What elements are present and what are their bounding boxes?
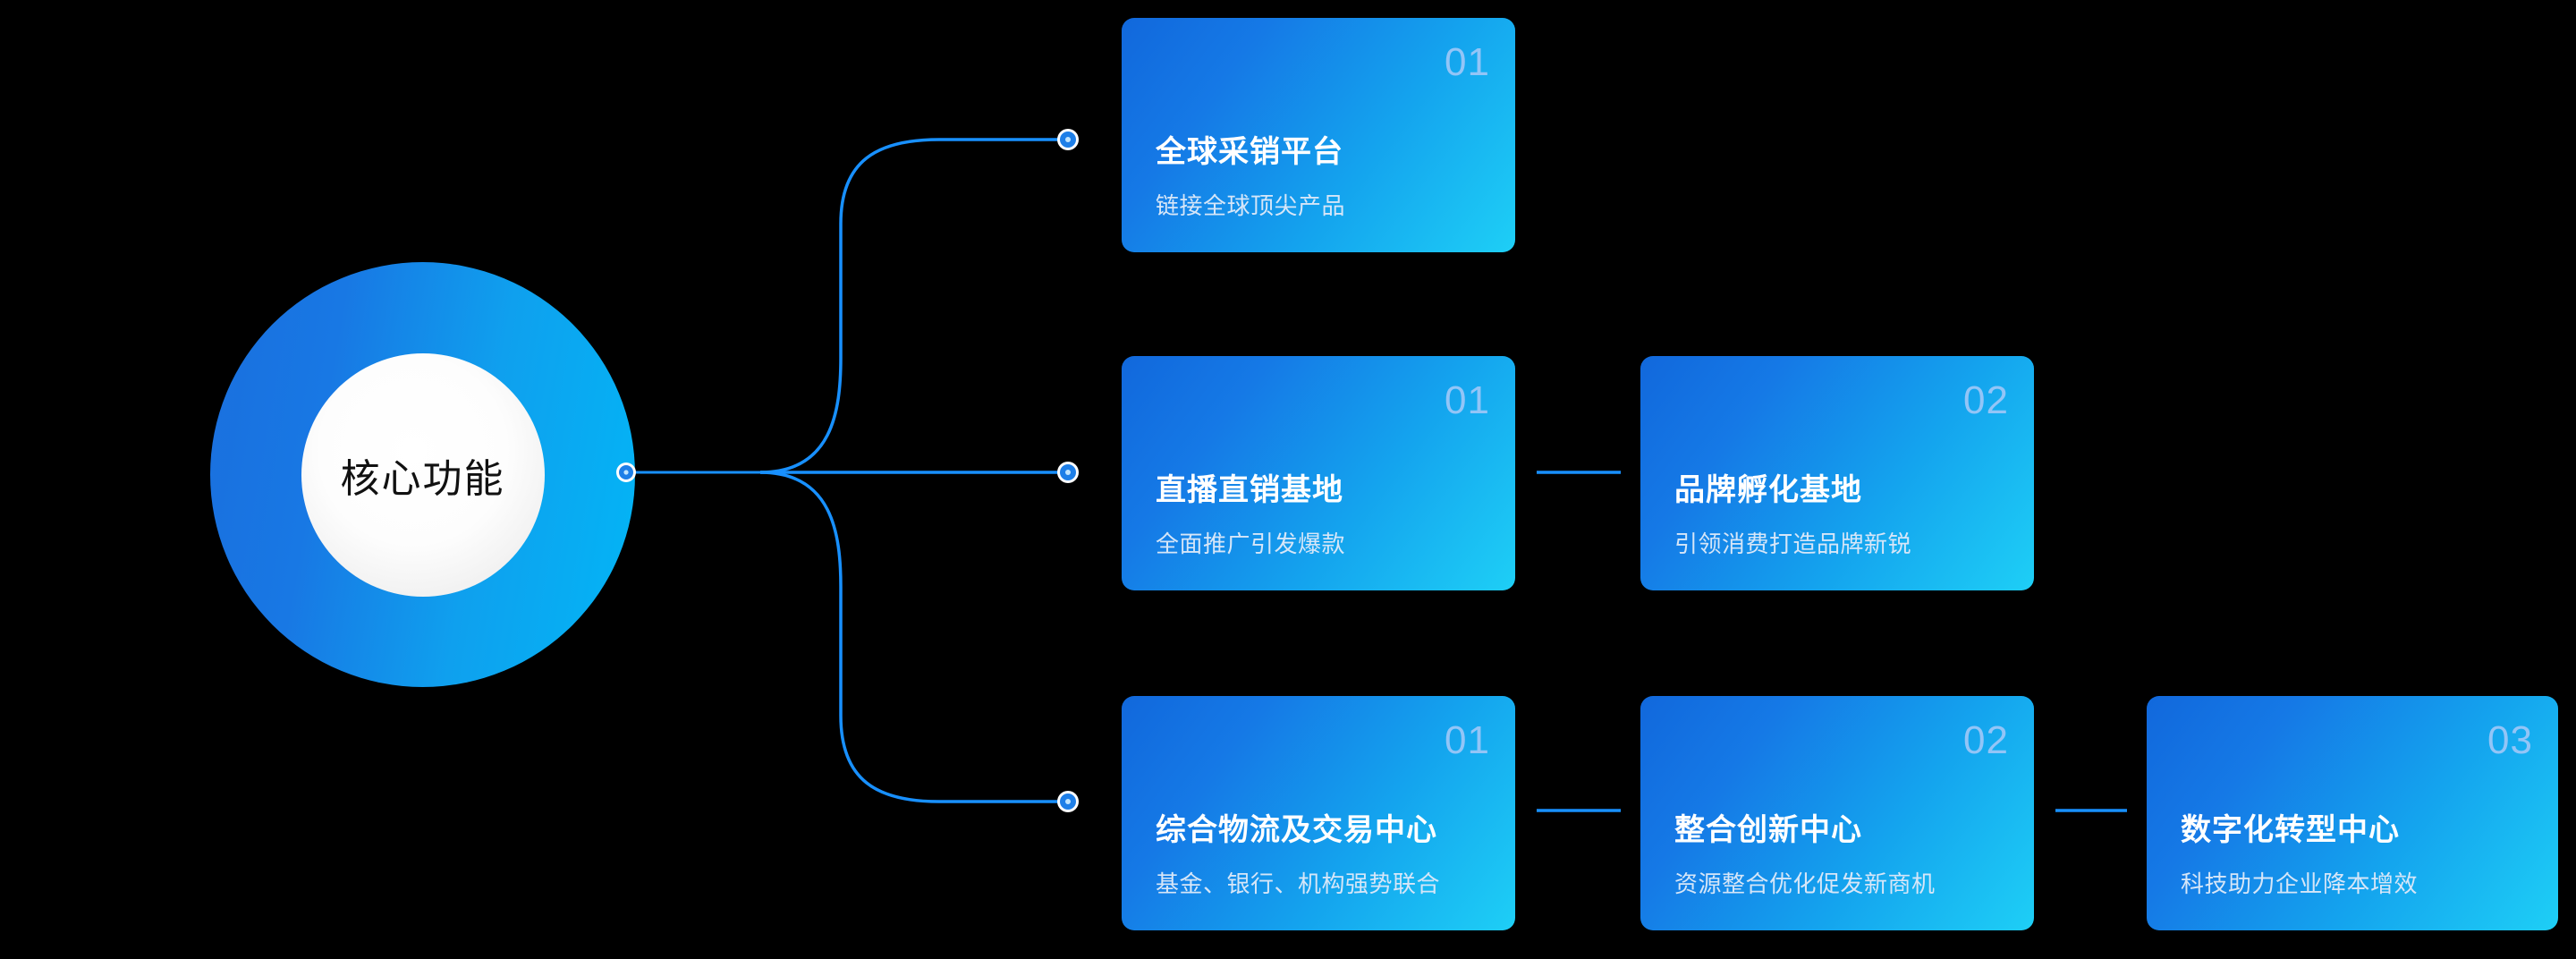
card-subtitle: 科技助力企业降本增效: [2181, 870, 2419, 897]
feature-card-logistics-trade-center[interactable]: 01 综合物流及交易中心 基金、银行、机构强势联合: [1122, 696, 1515, 930]
card-subtitle: 资源整合优化促发新商机: [1674, 870, 1936, 897]
wire-branch-3: [759, 471, 1060, 803]
wire-branch-1: [759, 138, 1060, 474]
hub-connector-node[interactable]: [616, 463, 636, 482]
core-hub-circle[interactable]: 核心功能: [210, 262, 635, 687]
core-hub-label: 核心功能: [340, 456, 505, 501]
card-title: 直播直销基地: [1156, 473, 1343, 507]
card-title: 数字化转型中心: [2181, 813, 2400, 847]
branch-connector-node-2[interactable]: [1057, 462, 1079, 483]
card-number: 01: [1445, 718, 1490, 762]
card-number: 02: [1963, 378, 2009, 422]
card-number: 01: [1445, 40, 1490, 84]
feature-card-brand-incubation-base[interactable]: 02 品牌孵化基地 引领消费打造品牌新锐: [1640, 356, 2034, 590]
card-number: 01: [1445, 378, 1490, 422]
card-subtitle: 基金、银行、机构强势联合: [1156, 870, 1441, 897]
feature-card-digital-transformation-center[interactable]: 03 数字化转型中心 科技助力企业降本增效: [2147, 696, 2558, 930]
card-number: 02: [1963, 718, 2009, 762]
feature-card-live-streaming-base[interactable]: 01 直播直销基地 全面推广引发爆款: [1122, 356, 1515, 590]
core-hub-inner-circle: 核心功能: [301, 352, 545, 597]
card-subtitle: 链接全球顶尖产品: [1156, 192, 1346, 219]
card-title: 全球采销平台: [1156, 135, 1343, 169]
card-subtitle: 全面推广引发爆款: [1156, 530, 1346, 557]
branch-connector-node-3[interactable]: [1057, 791, 1079, 812]
card-title: 整合创新中心: [1674, 813, 1862, 847]
card-subtitle: 引领消费打造品牌新锐: [1674, 530, 1912, 557]
branch-connector-node-1[interactable]: [1057, 129, 1079, 150]
feature-card-integrated-innovation-center[interactable]: 02 整合创新中心 资源整合优化促发新商机: [1640, 696, 2034, 930]
card-title: 综合物流及交易中心: [1156, 813, 1437, 847]
feature-card-global-procurement[interactable]: 01 全球采销平台 链接全球顶尖产品: [1122, 18, 1515, 252]
card-number: 03: [2487, 718, 2533, 762]
card-title: 品牌孵化基地: [1674, 473, 1862, 507]
